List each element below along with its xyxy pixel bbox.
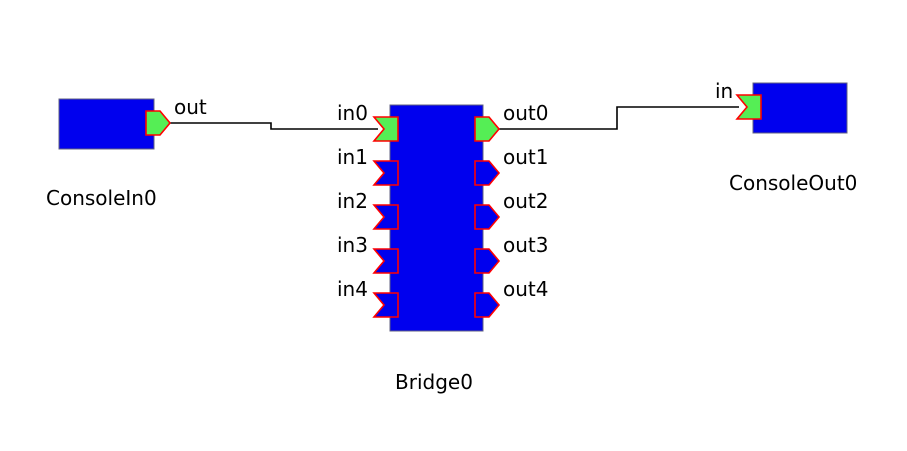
bridge0-block[interactable]: in0 in1 in2 in3 in4 out0 out1 out2 out3 … xyxy=(337,101,548,394)
bridge0-in4-port[interactable] xyxy=(372,292,399,318)
bridge0-in1-label: in1 xyxy=(337,145,368,169)
bridge0-in0-label: in0 xyxy=(337,101,368,125)
consoleout0-body[interactable] xyxy=(752,82,848,134)
consolein0-name: ConsoleIn0 xyxy=(46,186,157,210)
consolein0-block[interactable]: out ConsoleIn0 xyxy=(46,95,207,210)
bridge0-out2-label: out2 xyxy=(503,189,548,213)
consoleout0-name: ConsoleOut0 xyxy=(729,171,857,195)
bridge0-out2-port[interactable] xyxy=(474,204,501,230)
bridge0-out1-port[interactable] xyxy=(474,160,501,186)
bridge0-in4-label: in4 xyxy=(337,277,368,301)
bridge0-in2-label: in2 xyxy=(337,189,368,213)
wire-consolein0-to-bridge0-in0[interactable] xyxy=(170,122,378,130)
bridge0-in0-port[interactable] xyxy=(372,116,399,142)
bridge0-out3-port[interactable] xyxy=(474,248,501,274)
bridge0-out0-label: out0 xyxy=(503,101,548,125)
wire-bridge0-out0-to-consoleout0-in[interactable] xyxy=(499,106,739,130)
bridge0-out4-port[interactable] xyxy=(474,292,501,318)
consolein0-out-port[interactable] xyxy=(145,110,172,136)
bridge0-body[interactable] xyxy=(389,104,484,332)
consolein0-body[interactable] xyxy=(58,98,155,150)
consolein0-out-port-label: out xyxy=(174,95,207,119)
bridge0-out1-label: out1 xyxy=(503,145,548,169)
bridge0-name: Bridge0 xyxy=(395,370,473,394)
consoleout0-in-port[interactable] xyxy=(735,94,762,120)
bridge0-out4-label: out4 xyxy=(503,277,548,301)
bridge0-in3-port[interactable] xyxy=(372,248,399,274)
bridge0-in1-port[interactable] xyxy=(372,160,399,186)
bridge0-in3-label: in3 xyxy=(337,233,368,257)
bridge0-in2-port[interactable] xyxy=(372,204,399,230)
consoleout0-block[interactable]: in ConsoleOut0 xyxy=(715,79,857,195)
bridge0-out0-port[interactable] xyxy=(474,116,501,142)
consoleout0-in-port-label: in xyxy=(715,79,733,103)
bridge0-out3-label: out3 xyxy=(503,233,548,257)
